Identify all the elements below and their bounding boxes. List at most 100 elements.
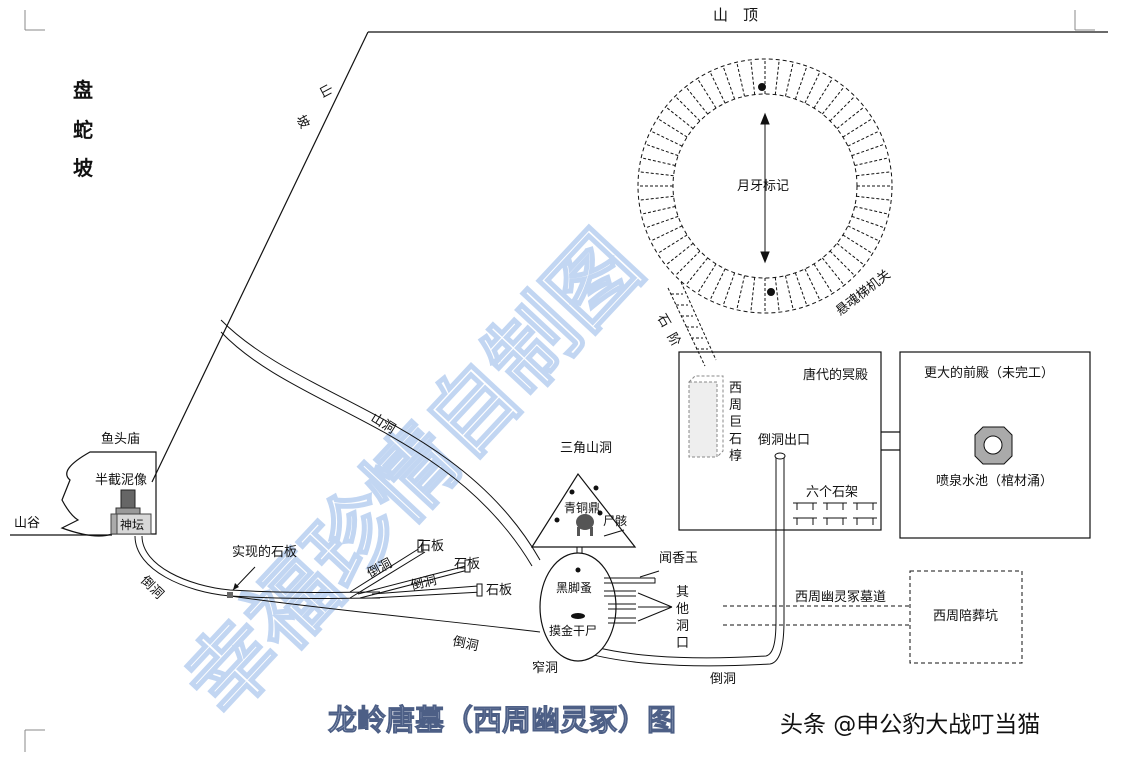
ring-rung — [736, 62, 746, 97]
top-peak-label: 山 顶 — [713, 6, 758, 24]
ring-rung — [709, 71, 726, 104]
ring-rung — [842, 118, 873, 138]
coil-slope-1: 盘 — [73, 78, 93, 102]
coil-slope-2: 蛇 — [73, 118, 93, 142]
ring-rung — [851, 143, 886, 157]
ring-rung — [821, 86, 845, 115]
central-chamber — [539, 552, 617, 662]
ring-rung — [842, 234, 873, 254]
ring-rung — [836, 242, 865, 266]
stone-coffin-3: 巨 — [729, 415, 742, 430]
stone-steps-label-2: 阶 — [664, 331, 683, 350]
hanging-soul-label: 悬魂梯机关 — [833, 267, 894, 320]
ring-rung — [674, 250, 701, 277]
ring-rung — [644, 143, 679, 157]
ring-rung — [641, 205, 676, 215]
ring-rung — [697, 263, 717, 294]
ring-rung — [784, 62, 794, 97]
ring-rung — [685, 86, 709, 115]
exit-hole — [774, 452, 786, 460]
fountain-label: 喷泉水池（棺材涌） — [936, 473, 1053, 489]
slope-label-2: 坡 — [292, 113, 311, 132]
burial-pit — [909, 570, 1023, 664]
hanging-soul-ring — [637, 58, 893, 314]
black-ramie-label: 黑脚蚤 — [556, 580, 592, 595]
mojin-corpse-label: 摸金干尸 — [549, 623, 597, 638]
map-title: 龙岭唐墓（西周幽灵冢）图 — [328, 703, 676, 737]
ring-rung — [829, 95, 856, 122]
other-caves-3: 洞 — [676, 619, 689, 634]
stone-steps — [667, 281, 717, 367]
mountain-outline — [10, 31, 1108, 536]
tomb-passage — [723, 605, 910, 626]
ring-rung — [709, 268, 726, 301]
ring-rung — [794, 65, 808, 100]
ring-rung — [657, 118, 688, 138]
fishhead-temple — [60, 451, 157, 537]
ring-rung — [804, 71, 821, 104]
realized-slab-marker — [227, 566, 256, 598]
six-racks-label: 六个石架 — [806, 485, 858, 500]
stone-racks — [793, 502, 877, 525]
slab-label-2: 石板 — [454, 557, 480, 572]
moon-arrow — [758, 83, 775, 296]
inverted-cave-label-1: 倒洞 — [137, 573, 166, 602]
slab-label-1: 石板 — [418, 539, 444, 554]
slab-label-3: 石板 — [486, 583, 512, 598]
bronze-ding-label: 青铜鼎 — [564, 500, 600, 515]
ring-rung — [722, 65, 736, 100]
ring-rung — [774, 59, 780, 95]
coil-slope-3: 坡 — [73, 156, 94, 180]
ring-rung — [829, 250, 856, 277]
ring-rung — [856, 195, 892, 201]
stone-coffin-1: 西 — [729, 381, 742, 396]
ring-rung — [813, 78, 833, 109]
ring-rung — [854, 157, 889, 167]
credit-text: 头条 @申公豹大战叮当猫 — [780, 712, 1040, 738]
tang-hall-label: 唐代的冥殿 — [803, 367, 868, 383]
moon-mark-label: 月牙标记 — [737, 179, 789, 194]
altar-label: 神坛 — [120, 518, 144, 532]
ring-rung — [641, 157, 676, 167]
ring-rung — [836, 106, 865, 130]
ring-rung — [638, 195, 674, 201]
inverted-exit-label: 倒洞出口 — [758, 433, 810, 448]
half-clay-statue-label: 半截泥像 — [95, 473, 147, 488]
ring-rung — [650, 130, 683, 147]
inverted-cave-label-3: 倒洞 — [409, 573, 438, 594]
half-clay-statue-icon — [115, 489, 141, 515]
fountain-icon — [974, 426, 1013, 465]
ring-rung — [856, 171, 892, 177]
burial-pit-label: 西周陪葬坑 — [933, 609, 998, 624]
inverted-cave-label-4: 倒洞 — [451, 634, 480, 654]
front-hall-label: 更大的前殿（未完工） — [924, 365, 1054, 381]
slope-label-1: 山 — [315, 82, 334, 101]
other-caves-2: 他 — [676, 602, 689, 617]
stone-coffin — [688, 375, 724, 458]
slab-markers — [417, 539, 483, 597]
ring-rung — [644, 215, 679, 229]
ring-rung — [665, 242, 694, 266]
corpse-label: 尸骸 — [603, 514, 627, 528]
ring-rung — [821, 257, 845, 286]
ring-rung — [804, 268, 821, 301]
page-corner-marks — [24, 10, 1095, 752]
ring-rung — [794, 272, 808, 307]
triangle-cave-label: 三角山洞 — [560, 441, 612, 456]
inverted-cave-label-5: 倒洞 — [710, 672, 736, 687]
stone-coffin-5: 椁 — [729, 448, 742, 464]
altar-icon — [110, 513, 152, 535]
other-caves-1: 其 — [676, 585, 689, 600]
stone-coffin-4: 石 — [729, 432, 742, 447]
ring-rung — [657, 234, 688, 254]
ring-rung — [697, 78, 717, 109]
realized-slab-label: 实现的石板 — [232, 544, 297, 560]
ring-rung — [665, 106, 694, 130]
ring-rung — [650, 225, 683, 242]
ring-rung — [674, 95, 701, 122]
triangle-cave — [530, 472, 637, 548]
ring-rung — [774, 277, 780, 313]
ring-rung — [736, 275, 746, 310]
ring-rung — [851, 215, 886, 229]
